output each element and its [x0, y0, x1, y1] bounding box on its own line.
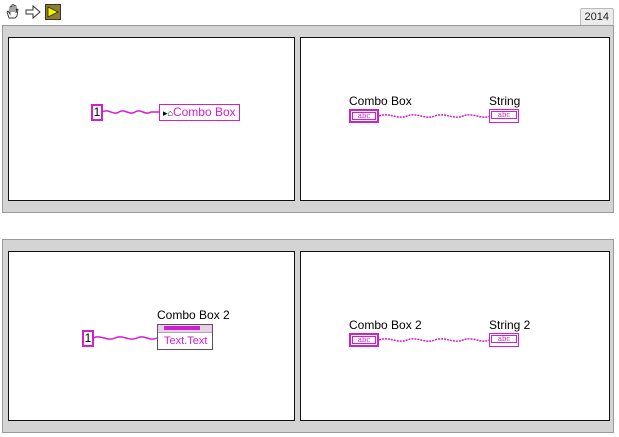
string-2-label: String 2 — [489, 318, 531, 332]
property-text-text[interactable]: Text.Text — [164, 335, 208, 347]
combo-box-terminal[interactable]: abc — [349, 109, 379, 123]
hand-icon[interactable] — [4, 4, 20, 20]
combo-box-2-label: Combo Box 2 — [349, 318, 422, 332]
property-node-label: Combo Box 2 — [157, 308, 230, 322]
sequence-1-frame-2[interactable]: Combo Box abc String abc — [300, 37, 610, 201]
combo-box-label: Combo Box — [349, 94, 412, 108]
film-strip-bottom — [7, 203, 609, 210]
wire-combo-to-string[interactable] — [301, 38, 611, 202]
property-node-combo-box-2[interactable]: Text.Text — [157, 324, 213, 350]
sequence-2-frame-1[interactable]: 1 Combo Box 2 Text.Text — [8, 251, 295, 421]
film-strip-top — [7, 242, 609, 249]
wire-constant-to-property-node[interactable] — [9, 252, 296, 422]
string-indicator-terminal[interactable]: abc — [489, 109, 519, 123]
property-node-label: Combo Box — [172, 105, 236, 119]
string-2-indicator-terminal[interactable]: abc — [489, 333, 519, 347]
numeric-constant[interactable]: 1 — [91, 104, 103, 121]
property-node-combo-box[interactable]: ▸⌂Combo Box — [159, 104, 240, 121]
film-strip-bottom — [7, 423, 609, 430]
numeric-constant[interactable]: 1 — [82, 330, 94, 347]
house-icon: ▸⌂ — [163, 108, 173, 118]
wire-constant-to-property[interactable] — [9, 38, 296, 202]
wire-combo2-to-string2[interactable] — [301, 252, 611, 422]
combo-box-2-terminal[interactable]: abc — [349, 333, 379, 347]
tool-palette — [0, 0, 70, 25]
film-strip-top — [7, 28, 609, 35]
flat-sequence-2[interactable]: 1 Combo Box 2 Text.Text Combo Box 2 abc … — [2, 239, 614, 433]
flat-sequence-1[interactable]: 1 ▸⌂Combo Box Combo Box abc String abc — [2, 25, 614, 213]
sequence-1-frame-1[interactable]: 1 ▸⌂Combo Box — [8, 37, 295, 201]
arrow-icon[interactable] — [25, 4, 41, 20]
sequence-2-frame-2[interactable]: Combo Box 2 abc String 2 abc — [300, 251, 610, 421]
property-node-header — [158, 325, 212, 333]
run-icon[interactable] — [45, 4, 61, 20]
version-badge: 2014 — [579, 8, 614, 26]
string-label: String — [489, 94, 521, 108]
